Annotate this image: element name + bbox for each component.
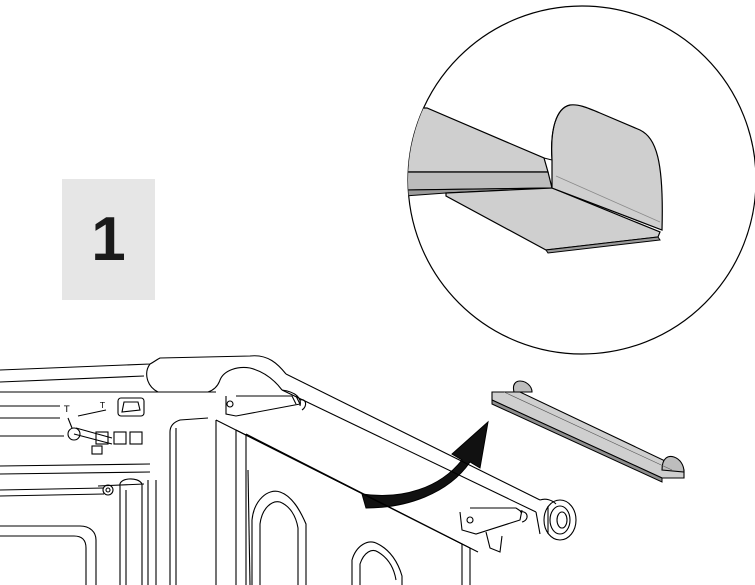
appliance-body: T T [0,355,577,585]
step-number: 1 [91,204,126,274]
detail-magnifier [407,5,755,355]
step-number-box: 1 [62,179,155,300]
svg-text:T: T [63,405,70,415]
detail-end-cap [408,104,663,254]
svg-text:T: T [99,401,105,410]
trim-strip [491,380,685,483]
